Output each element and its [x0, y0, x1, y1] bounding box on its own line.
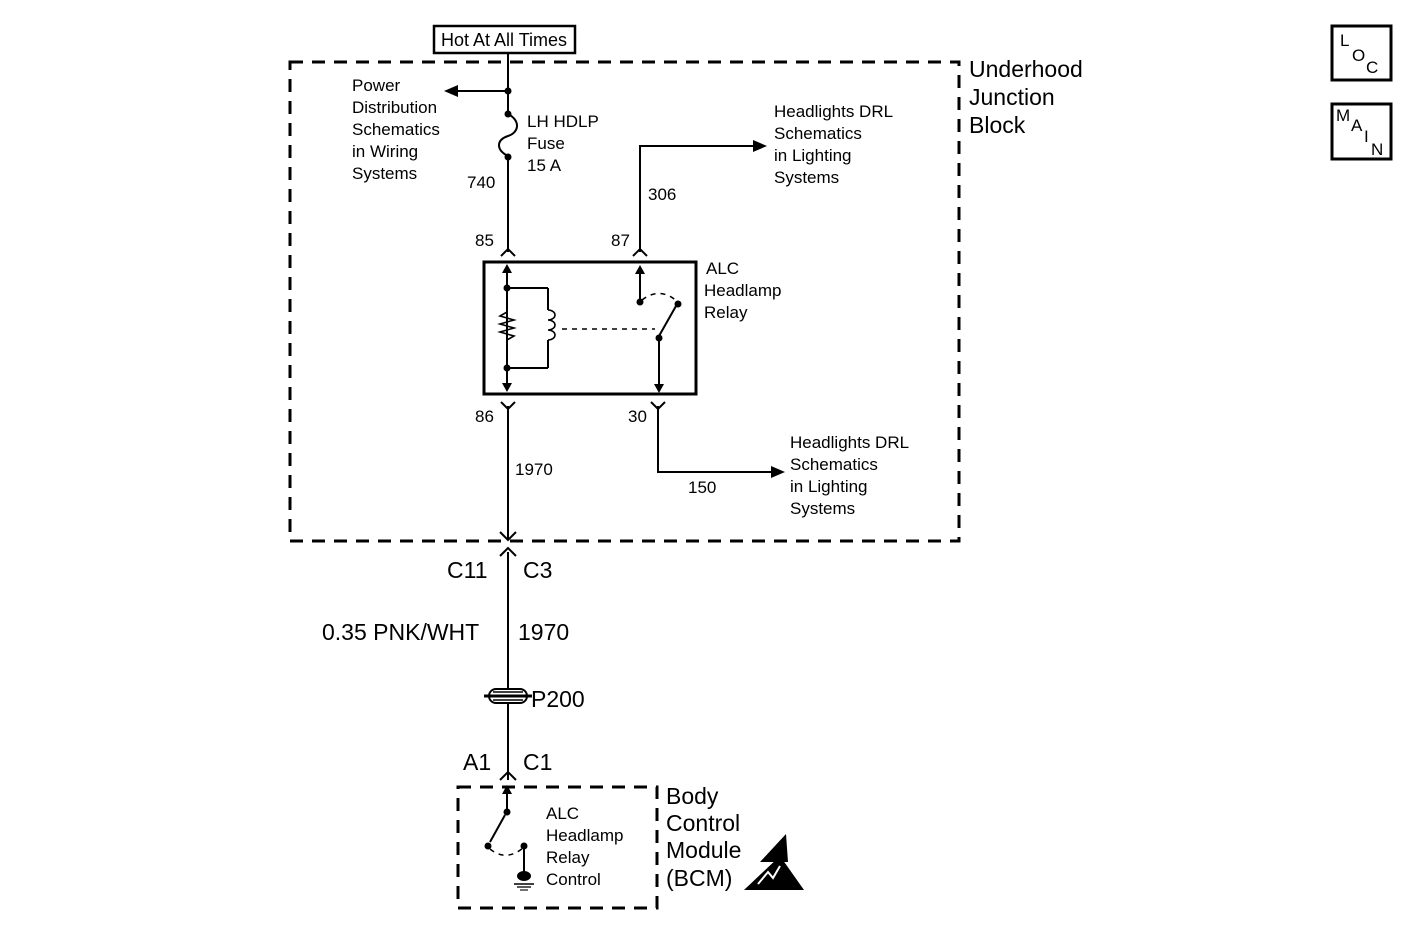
arrow-left-icon [444, 85, 458, 97]
wire-306 [639, 145, 755, 252]
circuit-740-label: 740 [467, 173, 495, 192]
terminal-86-label: 86 [475, 407, 494, 426]
underhood-junction-block-outline [288, 60, 961, 543]
svg-text:Distribution: Distribution [352, 98, 437, 117]
svg-text:Body: Body [666, 783, 719, 809]
svg-text:Headlights DRL: Headlights DRL [790, 433, 909, 452]
svg-text:Relay: Relay [704, 303, 748, 322]
terminal-85-connector-icon [500, 247, 516, 257]
splice-pack-icon [484, 688, 532, 704]
svg-text:Block: Block [969, 112, 1026, 138]
circuit-150-label: 150 [688, 478, 716, 497]
connector-c3-label: C3 [523, 557, 552, 583]
wire-gauge-color-label: 0.35 PNK/WHT [322, 619, 479, 645]
loc-letter-l: L [1340, 31, 1349, 50]
power-source-box [432, 24, 577, 55]
svg-text:Schematics: Schematics [790, 455, 878, 474]
splice-pack-label: P200 [531, 686, 585, 712]
svg-text:15 A: 15 A [527, 156, 562, 175]
svg-text:in Lighting: in Lighting [790, 477, 868, 496]
bcm-internal-label: ALC Headlamp Relay Control [546, 804, 624, 889]
bcm-label: Body Control Module (BCM) [666, 783, 741, 891]
svg-text:(BCM): (BCM) [666, 865, 732, 891]
underhood-junction-block-label: Underhood Junction Block [969, 56, 1083, 138]
terminal-87-label: 87 [611, 231, 630, 250]
svg-text:Control: Control [666, 810, 740, 836]
relay-label: ALC Headlamp Relay [704, 259, 782, 322]
main-letter-a: A [1351, 116, 1363, 135]
connector-c11-c3-icon [499, 531, 517, 557]
svg-text:Underhood: Underhood [969, 56, 1083, 82]
svg-text:Headlights DRL: Headlights DRL [774, 102, 893, 121]
loc-letter-c: C [1366, 58, 1378, 77]
circuit-1970-inner-label: 1970 [515, 460, 553, 479]
svg-text:Control: Control [546, 870, 601, 889]
relay-housing [482, 260, 698, 396]
relay-coil-icon [497, 264, 556, 392]
arrow-right-icon [753, 140, 767, 152]
svg-text:Headlamp: Headlamp [546, 826, 624, 845]
connector-a1-c1-icon [499, 770, 517, 781]
svg-text:Relay: Relay [546, 848, 590, 867]
terminal-30-label: 30 [628, 407, 647, 426]
connector-c1-label: C1 [523, 749, 552, 775]
ground-icon [514, 871, 534, 891]
power-source: Hot At All Times [432, 24, 577, 55]
power-distribution-ref: Power Distribution Schematics in Wiring … [352, 76, 440, 183]
svg-text:Module: Module [666, 837, 741, 863]
svg-text:Schematics: Schematics [774, 124, 862, 143]
svg-text:Systems: Systems [774, 168, 839, 187]
svg-text:Headlamp: Headlamp [704, 281, 782, 300]
svg-text:Power: Power [352, 76, 401, 95]
drl-ref-lower: Headlights DRL Schematics in Lighting Sy… [790, 433, 909, 518]
svg-text:Systems: Systems [790, 499, 855, 518]
arrow-right-icon [771, 466, 785, 478]
svg-text:in Lighting: in Lighting [774, 146, 852, 165]
svg-text:ALC: ALC [546, 804, 579, 823]
svg-text:Fuse: Fuse [527, 134, 565, 153]
main-button[interactable]: M A I N [1330, 102, 1393, 161]
wire-150 [657, 406, 772, 473]
main-letter-m: M [1336, 106, 1350, 125]
svg-text:Systems: Systems [352, 164, 417, 183]
fuse-label: LH HDLP Fuse 15 A [527, 112, 599, 175]
svg-text:LH HDLP: LH HDLP [527, 112, 599, 131]
svg-text:Schematics: Schematics [352, 120, 440, 139]
svg-text:Junction: Junction [969, 84, 1055, 110]
svg-text:ALC: ALC [706, 259, 739, 278]
bcm-outline [456, 785, 659, 910]
wire-circuit-label: 1970 [518, 619, 569, 645]
loc-letter-o: O [1352, 46, 1365, 65]
relay-switch-icon [635, 265, 682, 393]
main-letter-i: I [1364, 127, 1369, 146]
svg-text:in Wiring: in Wiring [352, 142, 418, 161]
main-letter-n: N [1371, 140, 1383, 159]
bcm-switch-icon [484, 785, 528, 872]
terminal-85-label: 85 [475, 231, 494, 250]
loc-button[interactable]: L O C [1330, 24, 1393, 82]
circuit-306-label: 306 [648, 185, 676, 204]
fuse-icon [498, 110, 518, 161]
power-source-label: Hot At All Times [441, 30, 567, 50]
connector-c11-label: C11 [447, 557, 488, 583]
esd-warning-icon [744, 834, 804, 890]
connector-a1-label: A1 [463, 749, 491, 775]
drl-ref-upper: Headlights DRL Schematics in Lighting Sy… [774, 102, 893, 187]
